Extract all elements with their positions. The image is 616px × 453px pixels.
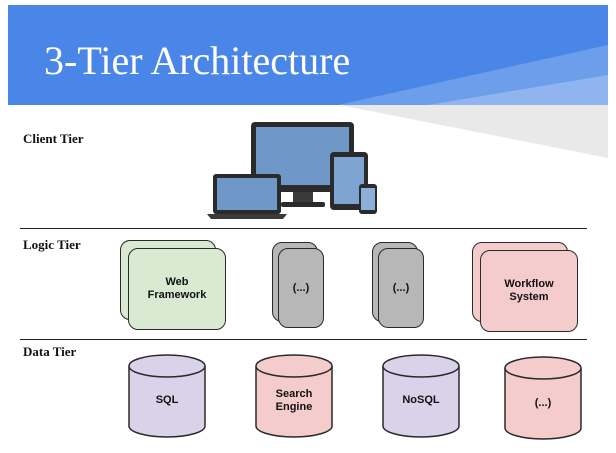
divider-client-logic — [20, 228, 587, 229]
datastore-label: Search — [275, 388, 313, 400]
logic-tier-label: Logic Tier — [23, 237, 81, 252]
datastore-placeholder: (...) — [504, 356, 582, 441]
slide-title: 3-Tier Architecture — [44, 38, 351, 83]
component-label: System — [509, 291, 549, 303]
component-label: (...) — [392, 281, 410, 294]
client-devices-icon — [207, 122, 377, 219]
banner-ribbon — [338, 45, 608, 105]
divider-logic-data — [20, 339, 587, 340]
datastore-sql: SQL — [128, 354, 206, 439]
datastore-label: Engine — [275, 401, 313, 413]
banner-shadow — [340, 105, 608, 158]
component-label: Workflow — [504, 278, 554, 290]
title-banner: 3-Tier Architecture — [8, 5, 608, 105]
component-label: Framework — [147, 289, 207, 301]
component-label: (...) — [292, 281, 310, 294]
data-tier-label: Data Tier — [23, 344, 77, 359]
datastore-nosql: NoSQL — [382, 354, 460, 439]
datastore-label: NoSQL — [402, 394, 440, 406]
component-placeholder: (...) — [372, 242, 424, 328]
component-placeholder: (...) — [272, 242, 324, 328]
datastore-label: SQL — [155, 394, 179, 406]
client-tier-label: Client Tier — [23, 131, 84, 146]
datastore-label: (...) — [534, 397, 552, 409]
component-label: Web — [165, 276, 189, 288]
